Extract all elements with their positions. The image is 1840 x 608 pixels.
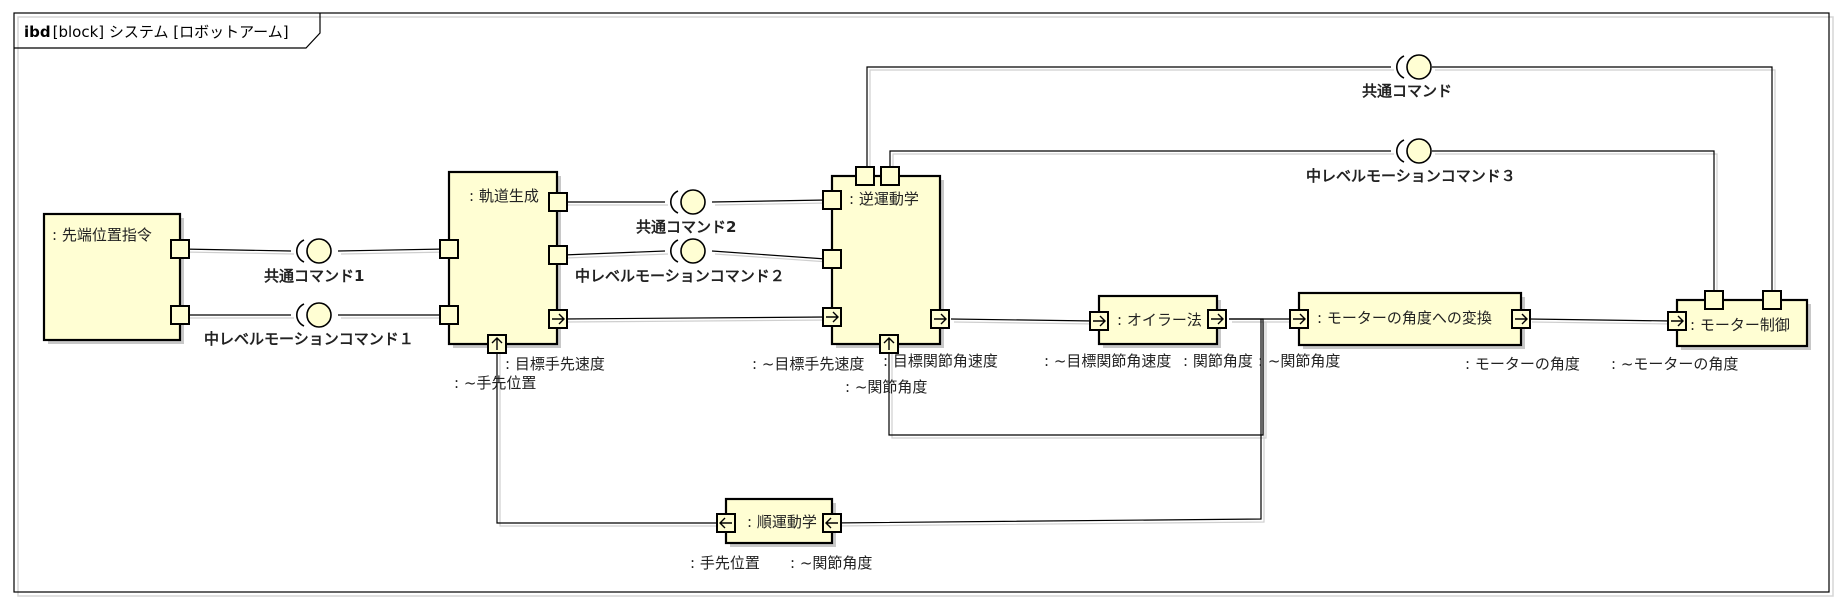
port-traj-out-2[interactable] <box>548 245 568 265</box>
interface-common-cmd-1 <box>296 238 332 264</box>
block-motor-control[interactable]: : モーター制御 <box>1667 290 1811 350</box>
port-traj-in-1[interactable] <box>439 239 459 259</box>
label-ik-target-vel: : ~目標手先速度 <box>752 355 864 373</box>
port-mc-common[interactable] <box>1762 290 1782 310</box>
block-motor-convert[interactable]: : モーターの角度への変換 <box>1289 291 1531 349</box>
label-conv-in: : ~関節角度 <box>1258 352 1340 370</box>
interface-mid-cmd-2 <box>670 238 706 264</box>
interface-mid-cmd-1 <box>296 302 332 328</box>
port-ik-in-1[interactable] <box>822 190 842 210</box>
block-tip-command[interactable]: : 先端位置指令 <box>42 212 190 344</box>
block-forward-kin[interactable]: : 順運動学 <box>716 497 842 547</box>
frame-tab <box>14 13 321 49</box>
block-forward-kin-label: : 順運動学 <box>747 513 817 531</box>
port-mc-mid[interactable] <box>1704 290 1724 310</box>
label-common-cmd-2: 共通コマンド2 <box>636 218 736 236</box>
interface-common-cmd <box>1396 54 1432 80</box>
label-euler-in: : ~目標関節角速度 <box>1044 352 1171 370</box>
port-traj-out-1[interactable] <box>548 192 568 212</box>
label-conv-out: : モーターの角度 <box>1465 355 1580 373</box>
wires <box>180 66 1773 524</box>
label-fk-joint-angle: : ~関節角度 <box>790 554 872 572</box>
block-trajectory-label: : 軌道生成 <box>469 187 539 205</box>
label-mid-cmd-1: 中レベルモーションコマンド１ <box>204 330 414 348</box>
label-ik-joint-angle: : ~関節角度 <box>845 378 927 396</box>
wire-shadows <box>183 69 1776 527</box>
label-traj-target-vel: : 目標手先速度 <box>505 355 605 373</box>
interface-common-cmd-2 <box>670 189 706 215</box>
block-inverse-kin[interactable]: : 逆運動学 <box>822 166 950 354</box>
svg-text:ibd[block] システム [ロボットアーム]: ibd[block] システム [ロボットアーム] <box>24 23 289 41</box>
port-traj-in-2[interactable] <box>439 305 459 325</box>
block-euler[interactable]: : オイラー法 <box>1089 294 1227 348</box>
block-euler-label: : オイラー法 <box>1117 311 1202 329</box>
block-motor-convert-label: : モーターの角度への変換 <box>1317 309 1492 327</box>
label-common-cmd: 共通コマンド <box>1362 82 1452 100</box>
block-tip-command-label: : 先端位置指令 <box>52 226 152 244</box>
port-ik-mid[interactable] <box>880 166 900 186</box>
frame-title: [block] システム [ロボットアーム] <box>53 23 289 41</box>
block-inverse-kin-label: : 逆運動学 <box>849 190 919 208</box>
label-ik-joint-vel: : 目標関節角速度 <box>883 352 998 370</box>
diagram-frame <box>13 12 1830 593</box>
frame-keyword: ibd <box>24 23 51 41</box>
label-common-cmd-1: 共通コマンド1 <box>264 267 364 285</box>
port-ik-common[interactable] <box>855 166 875 186</box>
label-fk-hand-pos: : 手先位置 <box>690 554 760 572</box>
label-traj-hand-pos: : ~手先位置 <box>454 374 536 392</box>
diagram-frame-shadow <box>17 16 1834 597</box>
port-tip-out-1[interactable] <box>170 239 190 259</box>
interface-mid-cmd-3 <box>1396 138 1432 164</box>
label-mid-cmd-2: 中レベルモーションコマンド２ <box>575 267 785 285</box>
block-trajectory[interactable]: : 軌道生成 <box>439 170 568 354</box>
label-mc-in: : ~モーターの角度 <box>1611 355 1738 373</box>
port-ik-in-2[interactable] <box>822 249 842 269</box>
label-euler-out: : 関節角度 <box>1183 352 1253 370</box>
block-motor-control-label: : モーター制御 <box>1690 316 1790 334</box>
label-mid-cmd-3: 中レベルモーションコマンド３ <box>1306 167 1516 185</box>
port-tip-out-2[interactable] <box>170 305 190 325</box>
